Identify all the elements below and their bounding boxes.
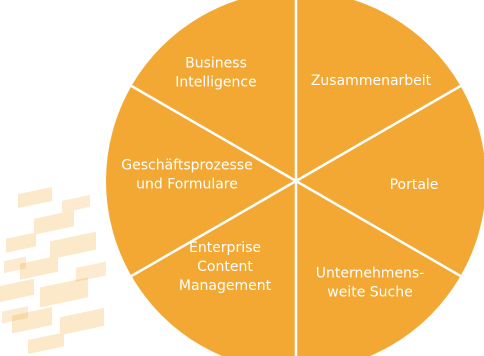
segment-label-zusammenarbeit: Zusammenarbeit — [311, 73, 432, 89]
wheel-segment-geschaeftsprozesse-und-formulare — [105, 86, 296, 276]
wheel-segment-business-intelligence — [131, 0, 296, 181]
wheel-segment-unternehmensweite-suche — [296, 181, 461, 356]
segment-label-line: Business — [185, 56, 247, 72]
segment-label-geschaeftsprozesse-und-formulare: Geschäftsprozesse und Formulare — [121, 158, 252, 193]
wheel-separator — [295, 179, 462, 278]
segment-label-line: Management — [179, 278, 272, 294]
wheel-segment-portale — [296, 86, 484, 276]
segment-label-unternehmensweite-suche: Unternehmens-weite Suche — [316, 266, 425, 301]
segment-label-line: Enterprise — [189, 240, 261, 256]
segment-label-line: Intelligence — [175, 75, 256, 91]
segment-label-line: und Formulare — [136, 177, 238, 193]
segment-label-line: Content — [197, 259, 253, 275]
segment-label-line: weite Suche — [327, 285, 412, 301]
wheel-segment-zusammenarbeit — [296, 0, 461, 181]
segment-label-line: Unternehmens- — [316, 266, 425, 282]
wheel-segment-enterprise-content-management — [131, 181, 296, 356]
segment-label-line: Zusammenarbeit — [311, 73, 432, 89]
wheel-separator — [130, 179, 297, 278]
segment-label-line: Portale — [390, 177, 439, 193]
segment-label-line: Geschäftsprozesse — [121, 158, 252, 174]
wheel-separator — [130, 84, 297, 183]
segment-label-portale: Portale — [390, 177, 439, 193]
wheel-separator — [295, 84, 462, 183]
